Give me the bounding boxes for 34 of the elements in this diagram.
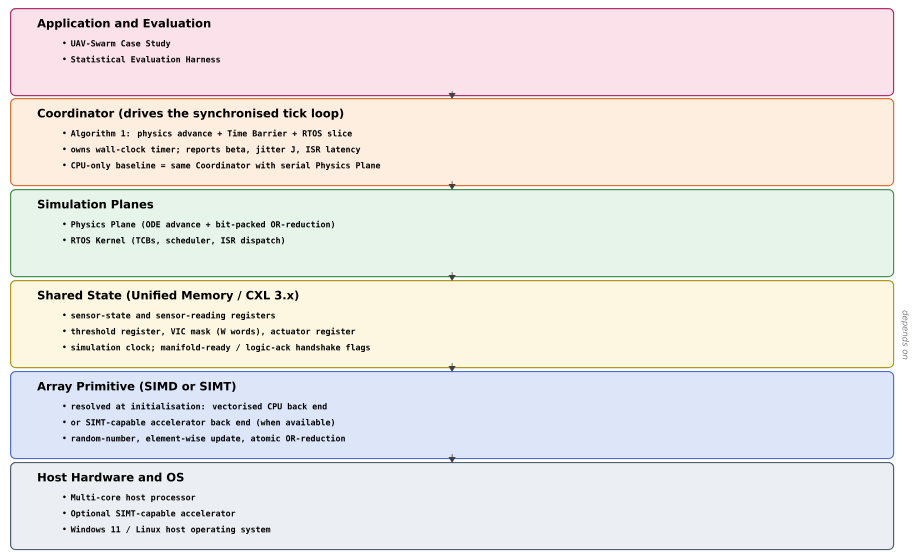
bullet-item: CPU-only baseline = same Coordinator with serial Physics Plane xyxy=(63,162,380,170)
bullet-item: Physics Plane (ODE advance + bit-packed OR-reduction) xyxy=(63,220,334,230)
arrow xyxy=(448,90,456,99)
layer-box xyxy=(10,8,894,96)
arrow xyxy=(448,362,456,372)
bullet-item: UAV-Swarm Case Study xyxy=(63,40,170,48)
layer-title: Coordinator (drives the synchronised tick loop) xyxy=(38,108,344,120)
bullet-item: threshold register, VIC mask (W words), actuator register xyxy=(63,328,356,336)
bullet-item: or SIMT-capable accelerator back end (when available) xyxy=(63,418,334,428)
bullet-item: RTOS Kernel (TCBs, scheduler, ISR dispatch) xyxy=(63,236,284,246)
bullet-item: Algorithm 1: physics advance + Time Barrier + RTOS slice xyxy=(63,130,352,138)
layer-title: Host Hardware and OS xyxy=(38,472,184,482)
layer-title: Shared State (Unified Memory / CXL 3.x) xyxy=(38,290,298,302)
layer-title: Simulation Planes xyxy=(38,200,154,208)
layer-title: Array Primitive (SIMD or SIMT) xyxy=(37,382,236,393)
layer-box xyxy=(10,98,894,186)
bullet-item: sensor-state and sensor-reading registers xyxy=(63,312,275,320)
bullet-item: Multi-core host processor xyxy=(63,494,196,502)
arrow xyxy=(448,272,456,281)
layer-box xyxy=(10,280,894,368)
layer-box xyxy=(10,462,894,550)
bullet-item: resolved at initialisation: vectorised CPU back end xyxy=(63,402,327,410)
bullet-item: owns wall-clock timer; reports beta, jitter J, ISR latency xyxy=(63,146,360,154)
layer-title: Application and Evaluation xyxy=(37,18,210,30)
bullet-item: Optional SIMT-capable accelerator xyxy=(63,510,236,518)
arrow xyxy=(448,454,456,463)
side-note: depends on xyxy=(900,310,910,360)
bullet-item: Statistical Evaluation Harness xyxy=(63,56,220,62)
layer-box xyxy=(10,370,894,460)
arrow xyxy=(448,180,456,190)
bullet-item: Windows 11 / Linux host operating system xyxy=(63,526,270,534)
layer-box xyxy=(10,189,894,278)
bullet-item: simulation clock; manifold-ready / logic-ack handshake flags xyxy=(63,344,370,352)
bullet-item: random-number, element-wise update, atomic OR-reduction xyxy=(63,434,345,444)
